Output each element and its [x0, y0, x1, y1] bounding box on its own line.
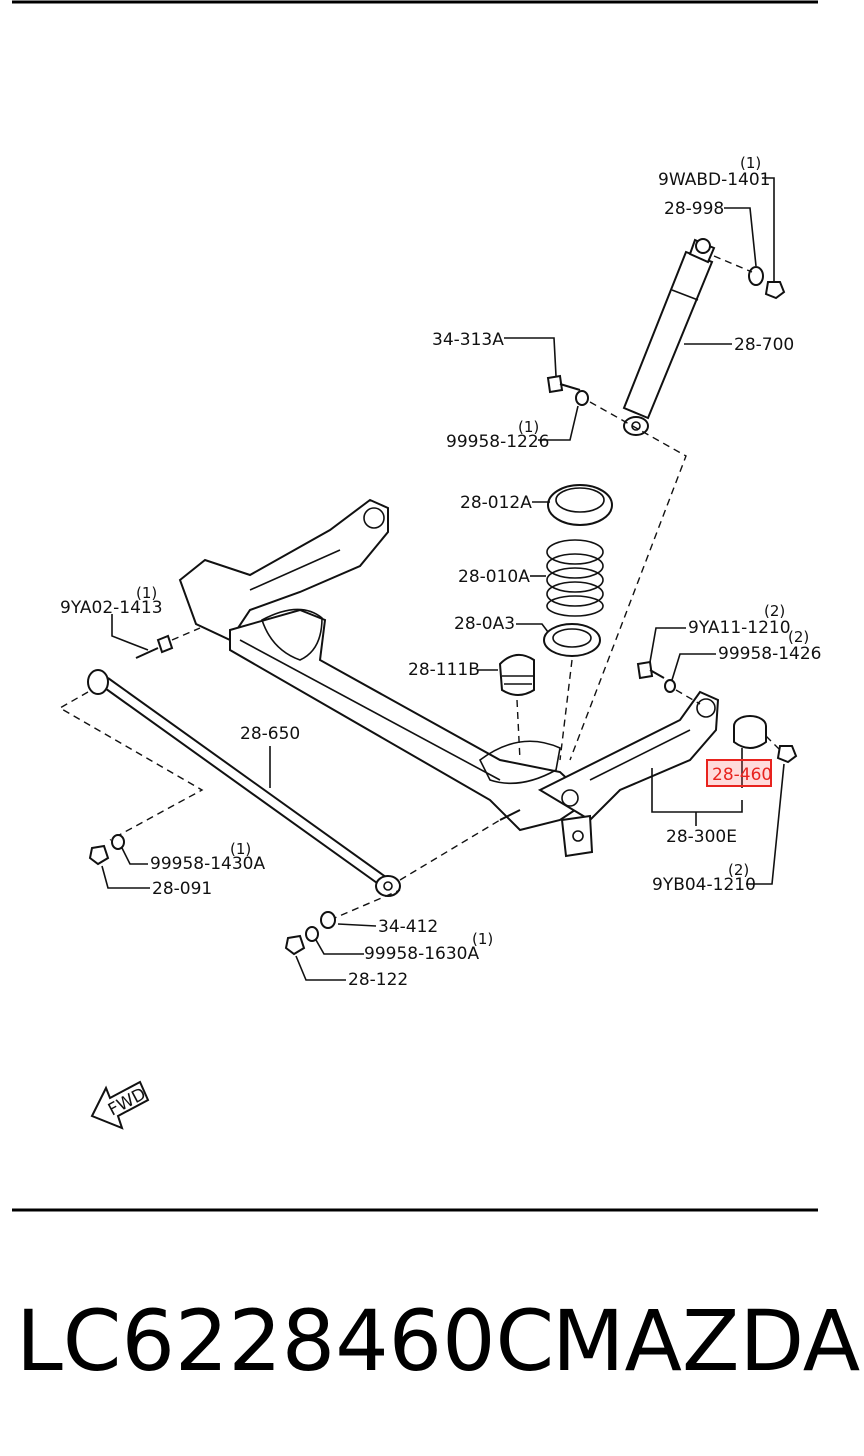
leader-9wabd [762, 177, 775, 282]
label-9yb04: 9YB04-1210 [652, 875, 756, 895]
label-99958-1426: 99958-1426 [718, 644, 821, 664]
label-28-010a: 28-010A [458, 567, 530, 587]
lower-spring-seat [543, 623, 601, 657]
label-99958-1426-qty: (2) [788, 628, 809, 646]
leader-99958-1226 [538, 405, 579, 441]
leader-28-091 [101, 865, 150, 889]
footer-part-number: LC6228460C [16, 1292, 554, 1390]
left-arm-bolt [135, 634, 174, 659]
label-28-650: 28-650 [240, 724, 300, 744]
label-99958-1430a-qty: (1) [230, 840, 251, 858]
label-28-091: 28-091 [152, 879, 212, 899]
leader-99958-1630a [315, 939, 364, 955]
lateral-rod-nut [88, 844, 110, 866]
leader-99958-1426 [671, 653, 716, 681]
label-28-300e: 28-300E [666, 827, 737, 847]
fwd-arrow-icon: FWD [90, 1080, 149, 1130]
leader-28-122 [295, 955, 346, 981]
leader-28-300e [651, 768, 743, 813]
label-9ya11-qty: (2) [764, 602, 785, 620]
shock-absorber [622, 238, 716, 436]
highlight-box [706, 759, 772, 787]
upper-spring-seat [547, 484, 613, 526]
label-9yb04-qty: (2) [728, 861, 749, 879]
label-9wabd: 9WABD-1401 [658, 170, 770, 190]
label-34-412: 34-412 [378, 917, 438, 937]
label-28-998: 28-998 [664, 199, 724, 219]
shock-top-washer [748, 266, 764, 286]
label-99958-1226-qty: (1) [518, 418, 539, 436]
lateral-rod-spacer [320, 911, 336, 929]
label-28-0a3: 28-0A3 [454, 614, 515, 634]
lateral-rod-washer [111, 834, 125, 850]
lateral-rod [87, 669, 401, 897]
leader-28-998 [724, 207, 757, 267]
label-28-460: 28-460 [712, 765, 772, 785]
leader-9ya02 [111, 614, 149, 651]
leader-34-412 [337, 923, 377, 927]
arm-washer [664, 679, 676, 693]
shock-lower-washer [575, 390, 589, 406]
bump-stopper [498, 653, 535, 696]
shock-lower-bolt [546, 374, 581, 394]
coil-spring [546, 539, 604, 617]
leader-34-313a [504, 337, 557, 377]
label-99958-1630a-qty: (1) [472, 930, 493, 948]
label-28-111b: 28-111B [408, 660, 480, 680]
lateral-rod-right-nut [284, 934, 306, 956]
arm-bolt [636, 660, 665, 680]
leader-28-0a3 [516, 623, 549, 633]
bushing-nut [776, 745, 798, 764]
label-34-313a: 34-313A [432, 330, 504, 350]
rear-axle-beam [178, 498, 720, 858]
label-99958-1630a: 99958-1630A [364, 944, 479, 964]
label-28-012a: 28-012A [460, 493, 532, 513]
footer-brand: MAZDA [552, 1292, 860, 1390]
lateral-rod-right-washer [305, 926, 319, 942]
label-9ya02-qty: (1) [136, 584, 157, 602]
label-9wabd-qty: (1) [740, 154, 761, 172]
label-28-122: 28-122 [348, 970, 408, 990]
leader-99958-1430a [121, 847, 148, 865]
leader-9yb04 [746, 763, 785, 885]
label-9ya02: 9YA02-1413 [60, 598, 163, 618]
label-9ya11: 9YA11-1210 [688, 618, 791, 638]
leader-9ya11 [649, 627, 686, 663]
label-28-700: 28-700 [734, 335, 794, 355]
label-99958-1226: 99958-1226 [446, 432, 549, 452]
trailing-arm-bushing [733, 715, 767, 749]
label-99958-1430a: 99958-1430A [150, 854, 265, 874]
shock-top-nut [764, 281, 786, 300]
